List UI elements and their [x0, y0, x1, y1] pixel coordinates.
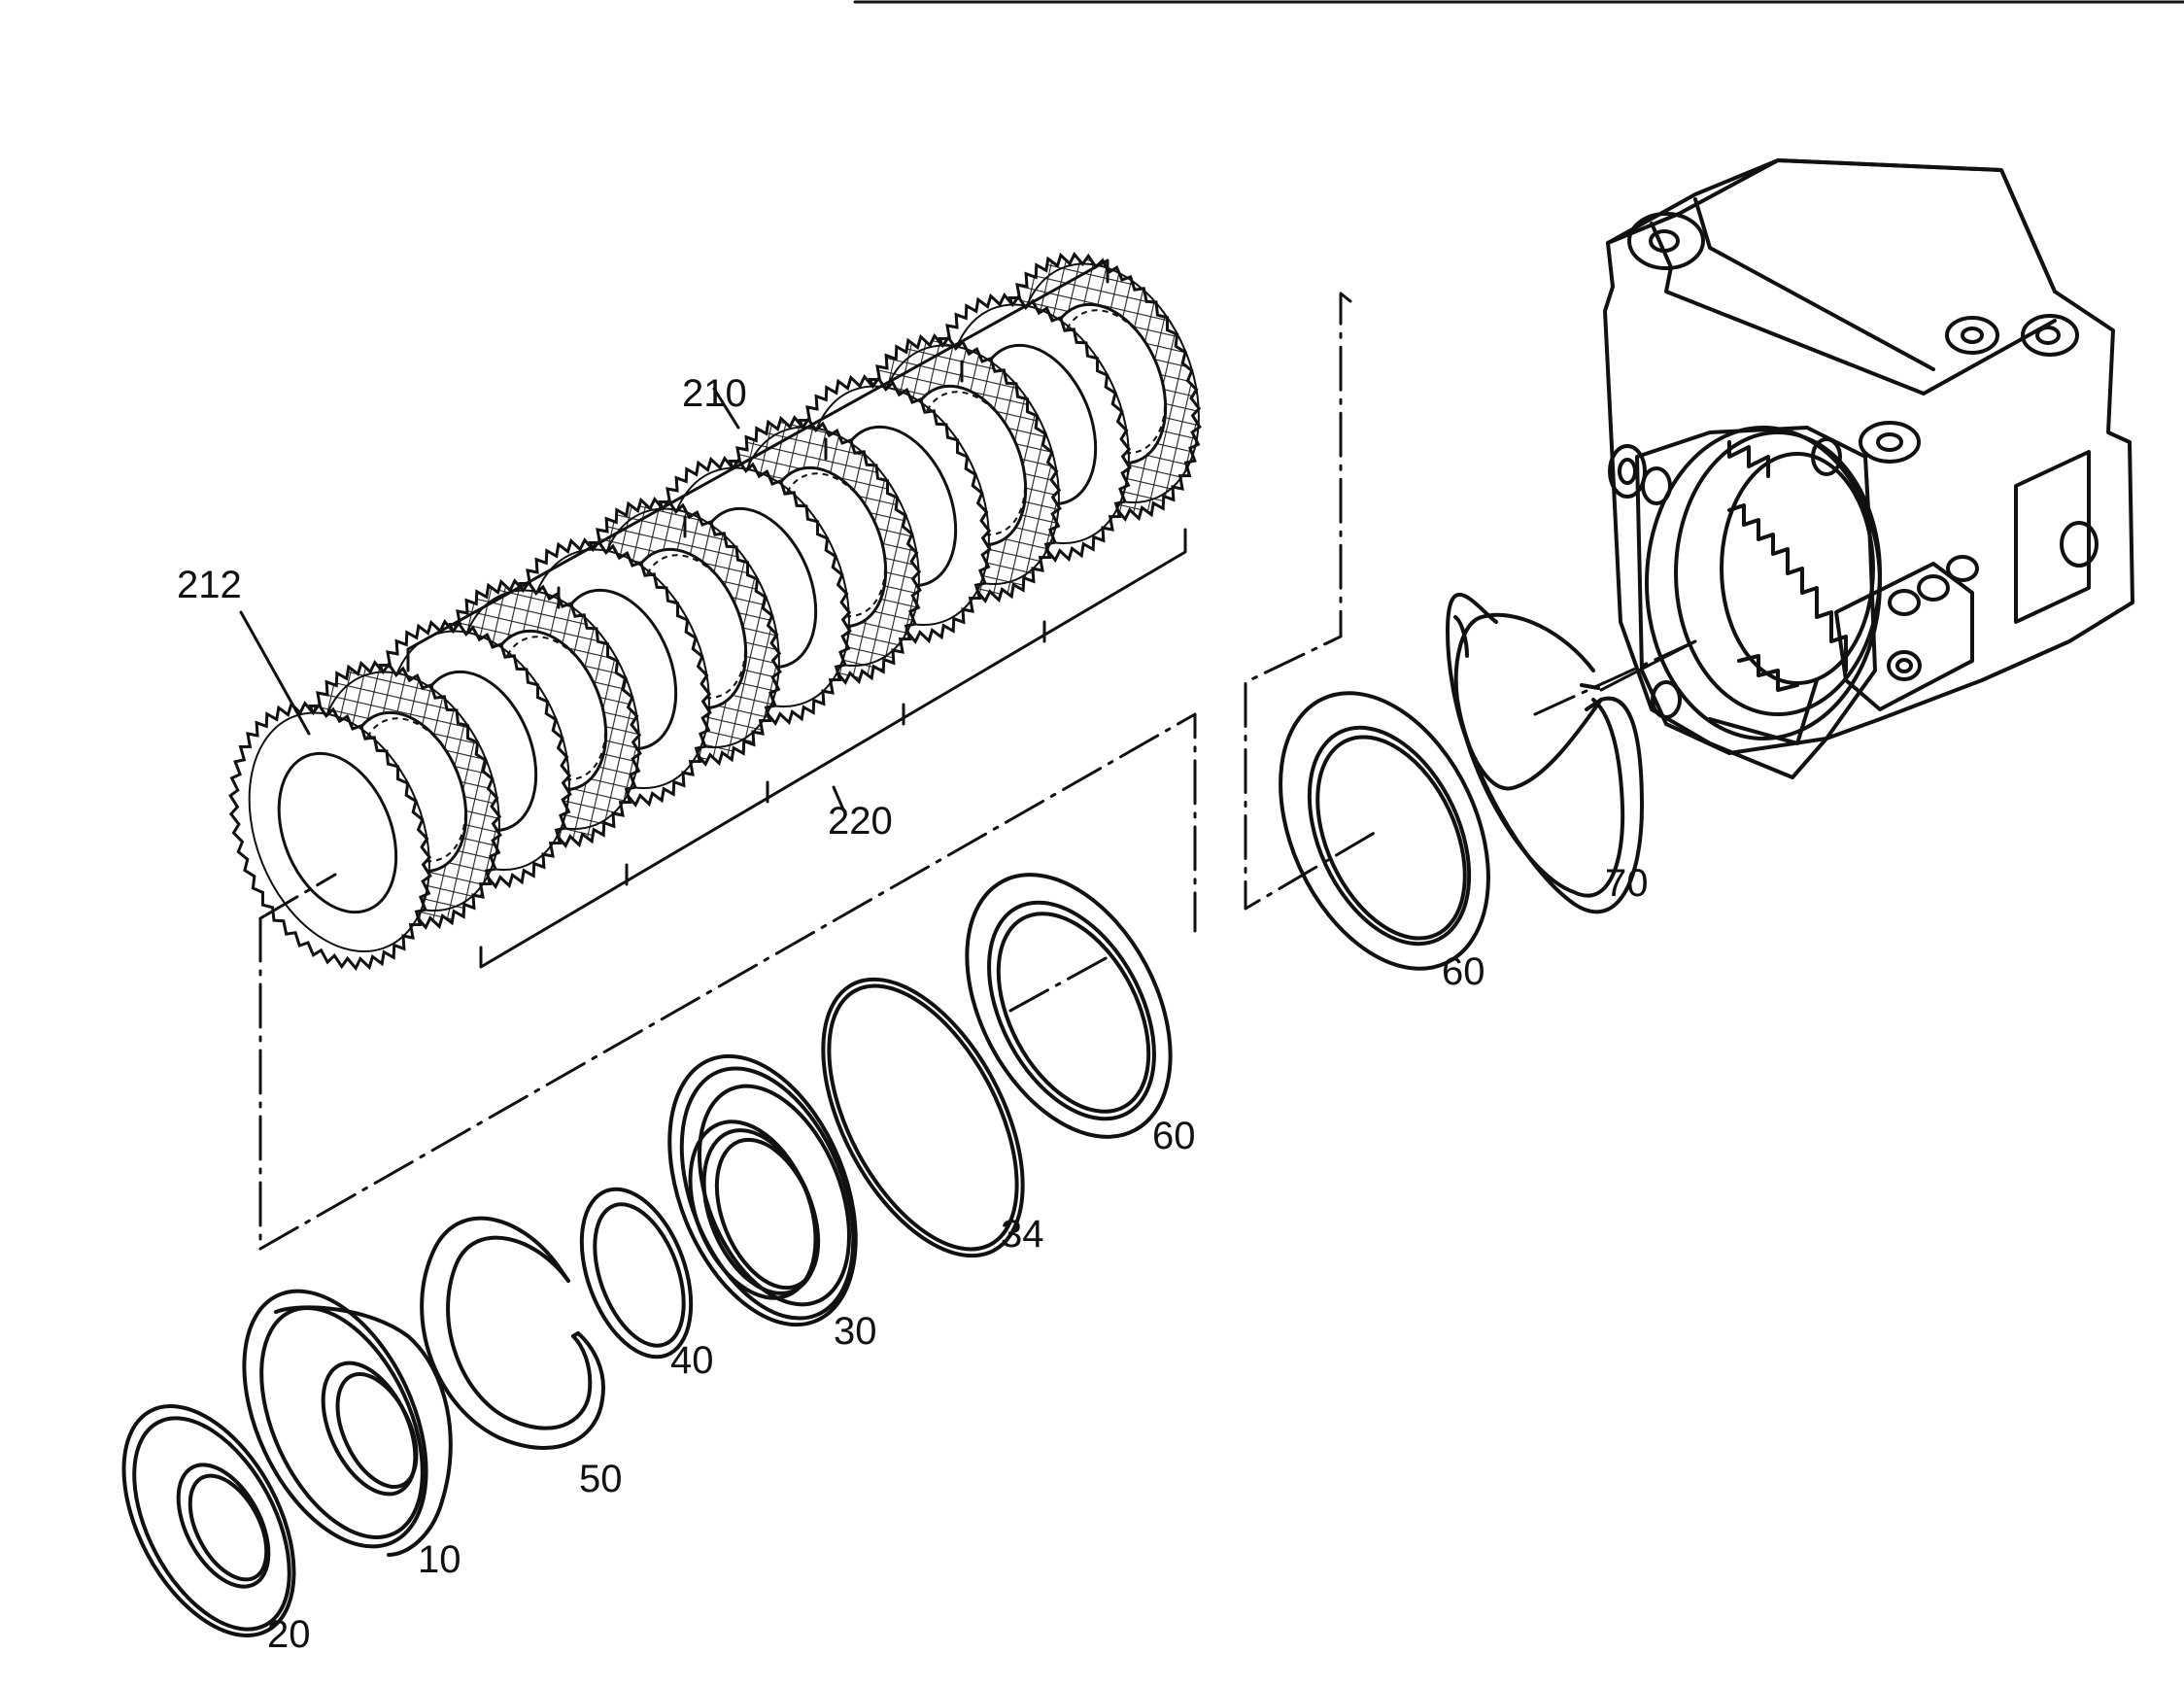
callout-10: 10: [418, 1538, 461, 1581]
callout-34: 34: [1001, 1213, 1044, 1256]
steel-plate: [228, 700, 432, 972]
washer-20: [121, 1404, 296, 1637]
callout-30: 30: [834, 1310, 877, 1353]
leader-220: [832, 785, 845, 811]
callout-60-lower: 60: [1152, 1115, 1196, 1157]
bracket-220: [479, 528, 1187, 969]
leader-70: [1599, 639, 1697, 692]
leader-212: [239, 610, 311, 736]
callout-50: 50: [579, 1458, 623, 1500]
piston-30: [667, 1053, 858, 1327]
ring-40: [579, 1187, 694, 1360]
washer-60-upper: [1279, 691, 1490, 971]
callout-210: 210: [682, 372, 747, 415]
transmission-housing: [1603, 158, 2134, 779]
callout-220: 220: [828, 800, 893, 843]
o-ring-34: [821, 977, 1025, 1258]
clutch-disc-pack: [228, 251, 1202, 972]
callout-40: 40: [670, 1339, 714, 1382]
carrier-10: [242, 1289, 453, 1557]
callout-20: 20: [267, 1613, 311, 1656]
callout-212: 212: [177, 564, 242, 606]
snap-ring-50: [420, 1216, 605, 1450]
callout-70: 70: [1605, 862, 1649, 905]
snap-ring-70: [1446, 593, 1644, 914]
bracket-210: [406, 258, 1109, 672]
washer-60-lower: [965, 873, 1173, 1139]
callout-60-upper: 60: [1442, 950, 1485, 993]
leader-210: [712, 387, 740, 430]
